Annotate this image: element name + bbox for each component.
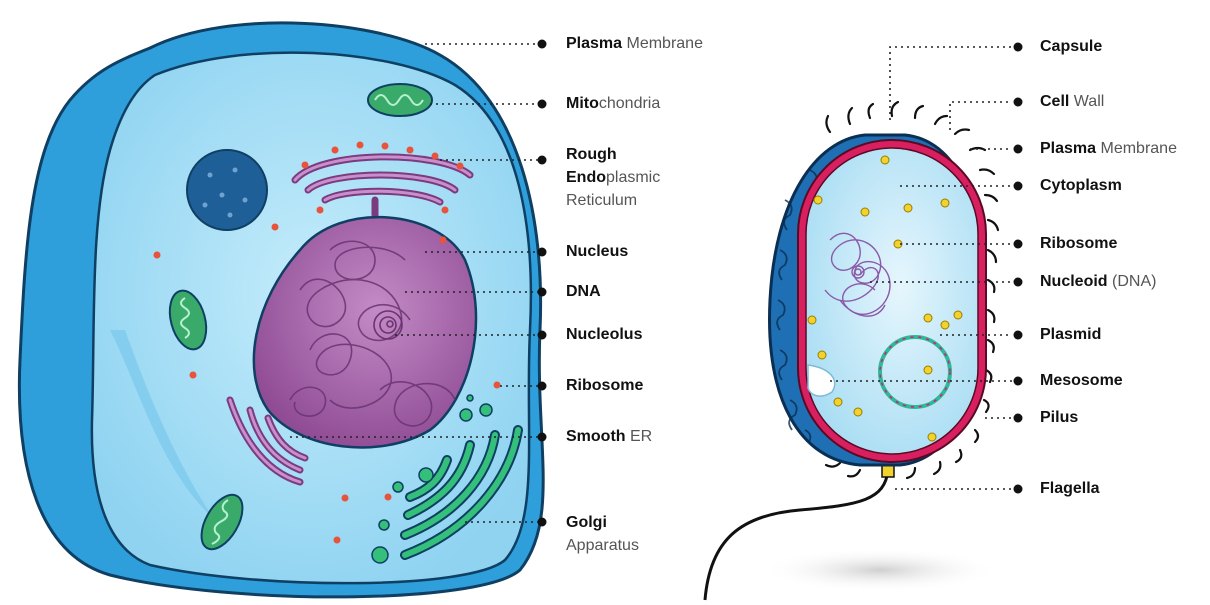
label-nucleolus: Nucleolus (566, 323, 642, 347)
label-bold: Cell (1040, 93, 1069, 110)
label-bold: Pilus (1040, 409, 1078, 426)
label-regular: chondria (599, 95, 660, 112)
label-bold: Endo (566, 169, 606, 186)
label-regular: Wall (1074, 93, 1105, 110)
label-bold: Plasmid (1040, 326, 1101, 343)
label-bold: Mito (566, 95, 599, 112)
ground-shadow (760, 548, 1000, 592)
eukaryotic-cell (19, 23, 543, 597)
label-regular: (DNA) (1112, 273, 1156, 290)
label-bold: Golgi (566, 514, 607, 531)
label-bold: Flagella (1040, 480, 1100, 497)
label-plasma-membrane: Plasma Membrane (566, 32, 703, 56)
label-bold: Mesosome (1040, 372, 1123, 389)
label-dna: DNA (566, 280, 601, 304)
label-plasmid: Plasmid (1040, 323, 1101, 347)
label-bold: Cytoplasm (1040, 177, 1122, 194)
label-bold: Nucleoid (1040, 273, 1108, 290)
label-regular: plasmic (606, 169, 660, 186)
prokaryotic-cell (705, 102, 1000, 600)
label-cell-wall: Cell Wall (1040, 90, 1104, 114)
label-smooth-er: Smooth ER (566, 425, 652, 449)
label-bold: Plasma (566, 35, 622, 52)
label-mitochondria: Mitochondria (566, 92, 660, 116)
label-nucleoid: Nucleoid (DNA) (1040, 270, 1156, 294)
label-cytoplasm: Cytoplasm (1040, 174, 1122, 198)
label-rough-er: Rough Endoplasmic Reticulum (566, 143, 660, 212)
label-capsule: Capsule (1040, 35, 1102, 59)
label-bold: Ribosome (1040, 235, 1117, 252)
label-regular: Reticulum (566, 192, 637, 209)
label-mesosome: Mesosome (1040, 369, 1123, 393)
label-bold: Nucleolus (566, 326, 642, 343)
label-bold: Ribosome (566, 377, 643, 394)
label-golgi-apparatus: Golgi Apparatus (566, 511, 639, 557)
label-bold: Rough (566, 146, 617, 163)
vesicle (187, 150, 267, 230)
cytoplasm (806, 148, 978, 454)
label-bold: Nucleus (566, 243, 628, 260)
label-regular: Membrane (1101, 140, 1177, 157)
label-bold: Plasma (1040, 140, 1096, 157)
mitochondrion (368, 84, 432, 116)
label-bold: Smooth (566, 428, 626, 445)
label-bacterial-ribosome: Ribosome (1040, 232, 1117, 256)
label-regular: Membrane (627, 35, 703, 52)
label-nucleus: Nucleus (566, 240, 628, 264)
label-pilus: Pilus (1040, 406, 1078, 430)
label-regular: ER (630, 428, 652, 445)
label-bacterial-plasma-membrane: Plasma Membrane (1040, 137, 1177, 161)
label-ribosome: Ribosome (566, 374, 643, 398)
label-regular: Apparatus (566, 537, 639, 554)
label-bold: Capsule (1040, 38, 1102, 55)
label-bold: DNA (566, 283, 601, 300)
label-flagella: Flagella (1040, 477, 1100, 501)
